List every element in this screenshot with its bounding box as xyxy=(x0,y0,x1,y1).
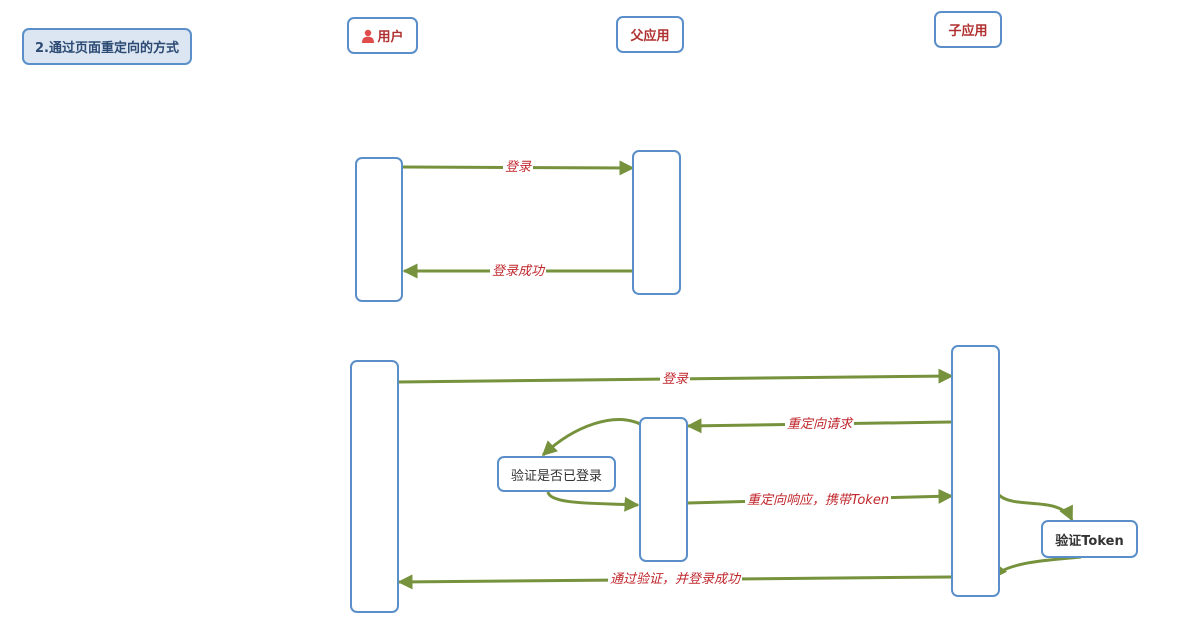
note-verify-token: 验证Token xyxy=(1041,520,1138,558)
actor-child: 子应用 xyxy=(934,11,1002,48)
activation-child-2 xyxy=(951,345,1000,597)
arrow-from-verify-token xyxy=(991,555,1082,580)
message-s2-redirect-response: 重定向响应，携带Token xyxy=(745,493,892,508)
note-check-login: 验证是否已登录 xyxy=(497,456,616,492)
activation-parent-1 xyxy=(632,150,681,295)
arrow-from-check-login xyxy=(546,491,640,512)
note-check-login-text: 验证是否已登录 xyxy=(510,468,602,484)
message-s1-login-success: 登录成功 xyxy=(490,264,547,279)
message-s2-redirect-request: 重定向请求 xyxy=(785,417,855,432)
arrow-to-verify-token xyxy=(997,493,1074,522)
activation-user-1 xyxy=(355,157,403,302)
note-verify-token-text: 验证Token xyxy=(1055,533,1124,549)
actor-parent-label: 父应用 xyxy=(630,29,670,44)
activation-parent-2 xyxy=(639,417,688,562)
diagram-title-text: 2.通过页面重定向的方式 xyxy=(35,41,179,56)
actor-user-label: 用户 xyxy=(377,30,404,45)
user-icon xyxy=(362,29,375,43)
arrow-to-check-login xyxy=(541,418,641,457)
diagram-title: 2.通过页面重定向的方式 xyxy=(22,28,192,65)
actor-child-label: 子应用 xyxy=(948,24,988,39)
message-s2-pass-verify: 通过验证，并登录成功 xyxy=(608,572,743,587)
actor-parent: 父应用 xyxy=(616,16,684,53)
message-s2-login: 登录 xyxy=(660,372,691,387)
activation-user-2 xyxy=(350,360,399,613)
message-s1-login: 登录 xyxy=(503,160,534,175)
actor-user: 用户 xyxy=(347,17,418,54)
